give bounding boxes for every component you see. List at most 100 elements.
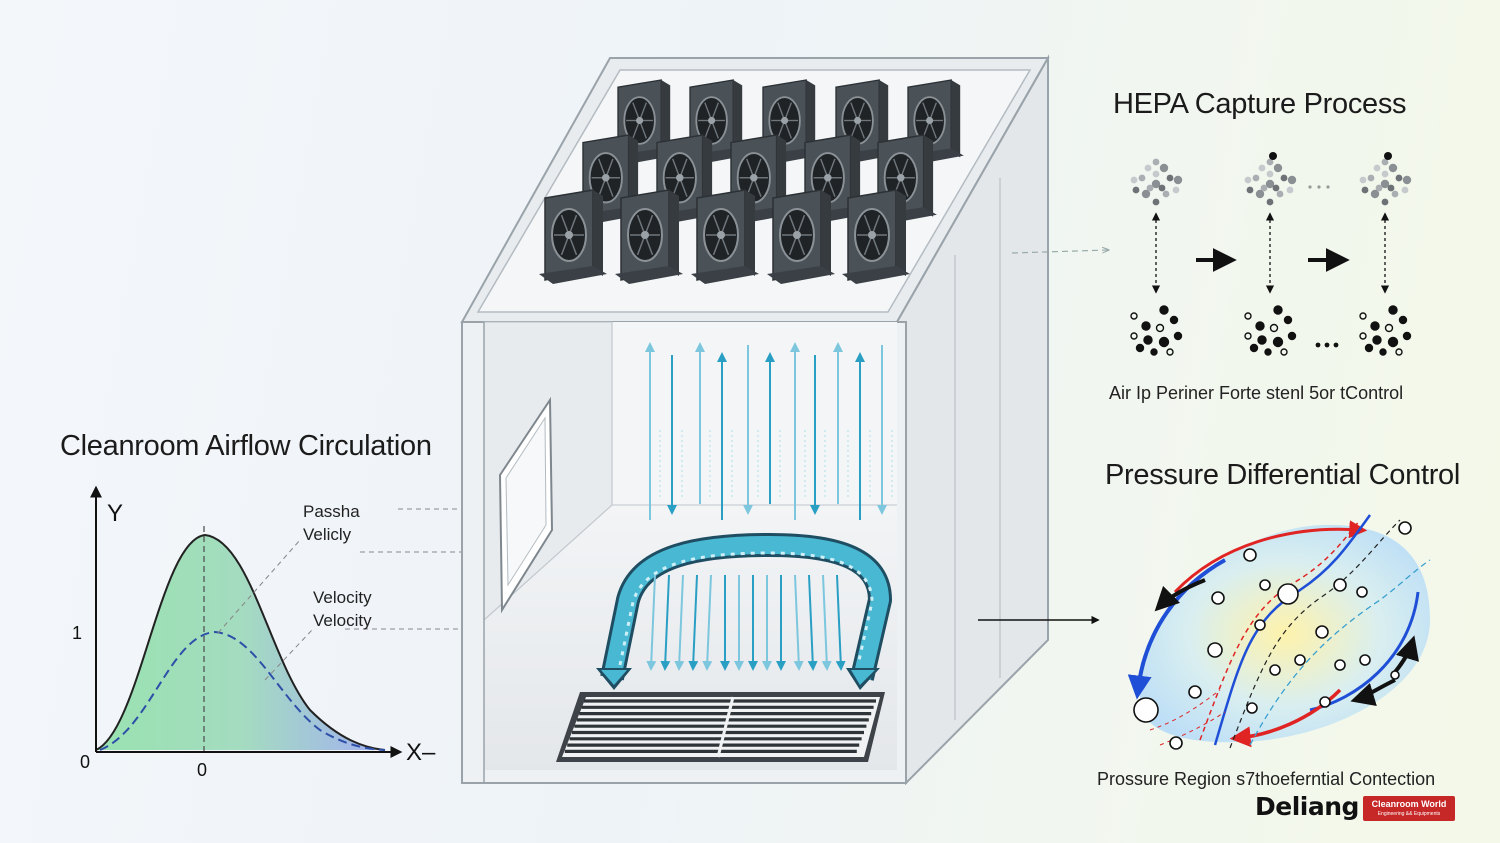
hepa-cluster-1-particle-13	[1173, 175, 1183, 185]
hepa-scatter-1-particle-12	[1135, 343, 1145, 353]
hepa-ellipsis-top-2	[1317, 185, 1321, 189]
low-pressure-boundary	[1127, 558, 1226, 700]
hepa-cluster-3-particle-9	[1370, 189, 1380, 199]
hepa-cluster-2-particle-2	[1252, 174, 1260, 182]
chart-annotation-a: Passha Velicly	[303, 500, 360, 546]
hepa-scatter-3-particle-9	[1402, 331, 1412, 341]
hepa-cluster-1-particle-9	[1141, 189, 1151, 199]
hepa-cluster-2-particle-15	[1272, 184, 1280, 192]
y-tick-0: 0	[80, 752, 91, 772]
hepa-cluster-2-particle-1	[1265, 179, 1275, 189]
airflow-arrow-down-1	[646, 574, 657, 671]
pressure-particle-18	[1133, 697, 1159, 723]
logo-badge-sub: Engineering && Equipments	[1377, 811, 1441, 817]
chart-annotation-b: Velocity Velocity	[313, 586, 372, 632]
hepa-cluster-1-particle-11	[1152, 198, 1160, 206]
floor-return-grate	[556, 692, 885, 762]
hepa-scatter-3-particle-7	[1372, 335, 1382, 345]
hepa-scatter-1-particle-4	[1141, 321, 1151, 331]
pressure-particle-11	[1294, 654, 1306, 666]
hepa-ellipsis-bottom-2	[1324, 342, 1330, 348]
hepa-cluster-3-particle-14	[1375, 184, 1383, 192]
hepa-cluster-2-particle-8	[1286, 186, 1294, 194]
hepa-scatter-1-particle-11	[1166, 348, 1174, 356]
hepa-cluster-2-particle-6	[1266, 158, 1274, 166]
brand-logo: Deliang Cleanroom World Engineering && E…	[1255, 790, 1465, 830]
flow-arrow-left	[1154, 578, 1206, 612]
pressure-particle-12	[1269, 664, 1281, 676]
fan-filter-units	[539, 79, 964, 284]
fan-unit-1-1	[612, 79, 674, 165]
chart-title: Cleanroom Airflow Circulation	[60, 430, 432, 462]
flow-arrow-right	[1350, 678, 1396, 706]
annotation-b-line2: Velocity	[313, 611, 372, 630]
airflow-arrow-down-5	[702, 574, 713, 671]
hepa-cluster-3-particle-8	[1401, 186, 1409, 194]
hepa-scatter-2-particle-12	[1249, 343, 1259, 353]
hepa-scatter-3-particle-3	[1398, 315, 1408, 325]
hepa-scatter-2-particle-7	[1257, 335, 1267, 345]
hepa-cluster-1-particle-2	[1138, 174, 1146, 182]
hepa-cluster-1-particle-5	[1159, 163, 1169, 173]
lower-airflow-arrows	[646, 574, 846, 671]
hepa-title: HEPA Capture Process	[1113, 88, 1407, 120]
hepa-cluster-3-particle-16	[1381, 170, 1389, 178]
hepa-ellipsis-top-1	[1308, 185, 1312, 189]
pressure-particle-6	[1333, 578, 1347, 592]
x-axis-label: X–	[406, 739, 436, 766]
annotation-b-line1: Velocity	[313, 588, 372, 607]
hepa-scatter-2-particle-1	[1244, 312, 1252, 320]
fan-unit-3-3	[691, 189, 759, 284]
hepa-cluster-3-particle-12	[1359, 176, 1367, 184]
hepa-cluster-3-particle-15	[1387, 184, 1395, 192]
pressure-particle-20	[1390, 670, 1400, 680]
hepa-cluster-3-particle-10	[1391, 190, 1399, 198]
hepa-cluster-2-particle-14	[1260, 184, 1268, 192]
hepa-scatter-1-particle-9	[1173, 331, 1183, 341]
airflow-arrow-down-11	[793, 574, 804, 671]
fan-unit-3-2	[615, 189, 683, 284]
y-axis-label: Y	[107, 500, 124, 527]
hepa-scatter-1-particle-1	[1130, 312, 1138, 320]
pressure-particle-2	[1398, 521, 1412, 535]
y-tick-1: 1	[72, 623, 83, 643]
hepa-cluster-2-particle-7	[1246, 186, 1254, 194]
annotation-a-line1: Passha	[303, 502, 360, 521]
hepa-scatter-2-particle-3	[1283, 315, 1293, 325]
hepa-scatter-2-particle-11	[1280, 348, 1288, 356]
hepa-ellipsis-bottom-1	[1315, 342, 1321, 348]
hepa-ellipsis-bottom-3	[1333, 342, 1339, 348]
hepa-cluster-3-particle-13	[1402, 175, 1412, 185]
hepa-stage-1	[1130, 158, 1183, 356]
hepa-cluster-3-particle-6	[1381, 158, 1389, 166]
annotation-a-line2: Velicly	[303, 525, 352, 544]
pressure-particle-10	[1207, 642, 1223, 658]
hepa-cluster-3-particle-11	[1381, 198, 1389, 206]
hepa-scatter-2-particle-2	[1273, 305, 1283, 315]
pressure-particle-5	[1259, 579, 1271, 591]
pressure-particle-8	[1315, 625, 1329, 639]
airflow-arrow-down-3	[674, 574, 685, 671]
hepa-caption: Air Ip Periner Forte stenl 5or tControl	[1109, 383, 1404, 403]
pressure-caption: Prossure Region s7thoeferntial Contectio…	[1097, 769, 1436, 789]
hepa-scatter-3-particle-2	[1388, 305, 1398, 315]
hepa-cluster-2-particle-9	[1255, 189, 1265, 199]
airflow-arrow-down-12	[807, 574, 818, 671]
grate-divider	[716, 696, 735, 758]
hepa-scatter-3-particle-6	[1359, 332, 1367, 340]
hepa-cluster-2-particle-10	[1276, 190, 1284, 198]
pressure-particle-1	[1243, 548, 1257, 562]
hepa-cluster-2-particle-13	[1287, 175, 1297, 185]
high-pressure-lower	[1229, 688, 1342, 748]
hepa-ellipsis-top-3	[1326, 185, 1330, 189]
hepa-scatter-1-particle-2	[1159, 305, 1169, 315]
logo-name: Deliang	[1255, 792, 1359, 821]
hepa-scatter-3-particle-5	[1384, 323, 1394, 333]
leader-line-a	[217, 539, 301, 634]
hepa-scatter-1-particle-3	[1169, 315, 1179, 325]
logo-badge-main: Cleanroom World	[1371, 799, 1447, 809]
airflow-arrow-down-4	[688, 574, 699, 671]
hepa-pointer	[1011, 250, 1108, 254]
hepa-cluster-1-particle-12	[1130, 176, 1138, 184]
